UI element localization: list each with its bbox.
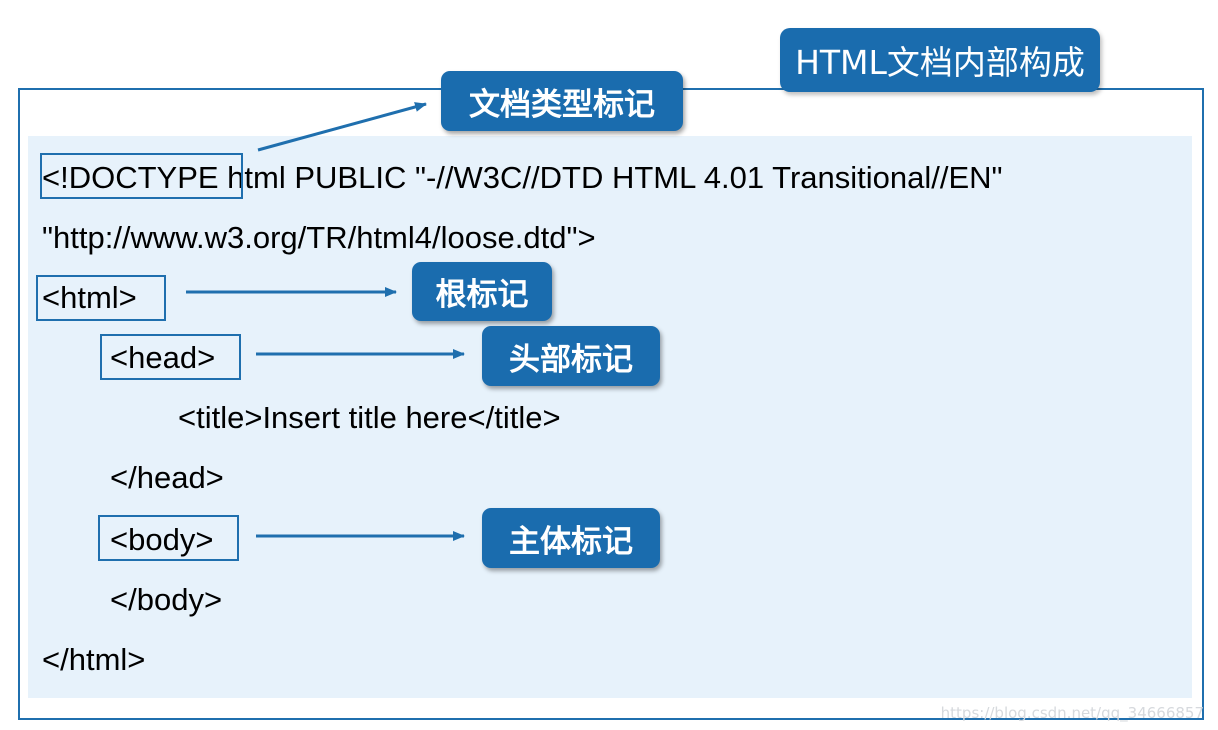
body-label: 主体标记 [482,508,660,568]
code-line-dtd-url: "http://www.w3.org/TR/html4/loose.dtd"> [42,220,596,255]
head-label: 头部标记 [482,326,660,386]
code-line-body-open: <body> [110,522,214,557]
doctype-highlight-box [40,153,243,199]
code-line-head-close: </head> [110,460,224,495]
watermark: https://blog.csdn.net/qq_34666857 [940,704,1204,722]
html-highlight-box [36,275,166,321]
head-highlight-box [100,334,241,380]
body-highlight-box [98,515,239,561]
doctype-arrow [257,102,427,152]
code-line-html-close: </html> [42,642,146,677]
diagram-title: HTML文档内部构成 [780,28,1100,92]
root-label: 根标记 [412,262,552,321]
code-line-head-open: <head> [110,340,216,375]
doctype-label: 文档类型标记 [441,71,683,131]
code-area [28,136,1192,698]
code-line-body-close: </body> [110,582,223,617]
code-line-html-open: <html> [42,280,137,315]
code-line-doctype: <!DOCTYPE html PUBLIC "-//W3C//DTD HTML … [42,160,1003,195]
code-line-title: <title>Insert title here</title> [178,400,561,435]
